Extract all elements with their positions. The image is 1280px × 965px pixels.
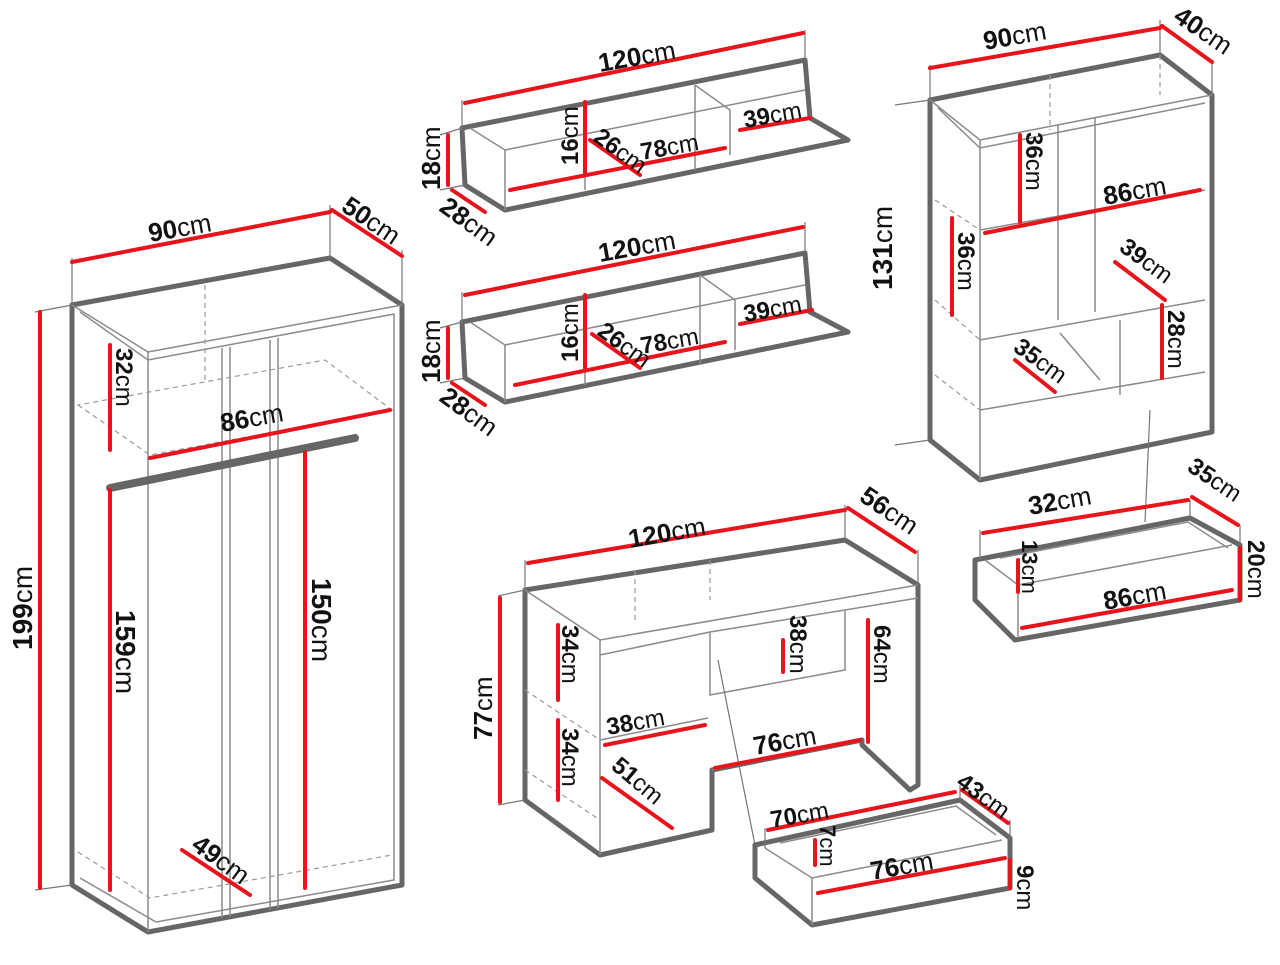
bookcase-top-compartment-label: 36cm xyxy=(1020,132,1047,191)
desk-depth-label: 56cm xyxy=(855,480,924,540)
shelf-bottom-side-width-label: 39cm xyxy=(741,291,803,328)
bookcase-drawer-depth-label: 35cm xyxy=(1183,453,1247,508)
shelf-top-width-label: 120cm xyxy=(596,35,678,78)
svg-text:16cm: 16cm xyxy=(557,303,584,362)
shelf-top-inner-width-label: 78cm xyxy=(638,129,700,166)
shelf-bottom-body xyxy=(459,250,851,405)
desk-legroom-width-label: 76cm xyxy=(751,720,819,761)
svg-text:32cm: 32cm xyxy=(110,348,137,407)
svg-text:36cm: 36cm xyxy=(1020,132,1047,191)
svg-text:40cm: 40cm xyxy=(1169,0,1238,60)
desk-width-label: 120cm xyxy=(626,511,708,554)
desk-upper-compartment-label: 34cm xyxy=(556,625,583,684)
bookcase-depth-label: 40cm xyxy=(1169,0,1238,60)
desk: 120cm 56cm 77cm 34cm 34cm 38cm 51cm 38cm… xyxy=(468,480,924,858)
svg-text:34cm: 34cm xyxy=(556,728,583,787)
bookcase-drawer-inner-width-label: 86cm xyxy=(1101,575,1169,616)
hanging-rail xyxy=(106,434,359,492)
wardrobe-right-height-label: 150cm xyxy=(306,578,337,662)
svg-text:7cm: 7cm xyxy=(815,825,840,867)
shelf-bottom-inner-width-label: 78cm xyxy=(638,323,700,360)
bookcase-drawer-inner-height-label: 13cm xyxy=(1017,540,1042,594)
svg-text:64cm: 64cm xyxy=(868,625,895,684)
bookcase-height-label: 131cm xyxy=(867,206,898,290)
shelf-bottom-inner-height-label: 16cm xyxy=(557,303,584,362)
svg-text:70cm: 70cm xyxy=(768,797,830,834)
svg-text:36cm: 36cm xyxy=(952,232,979,291)
desk-drawer-inner-height-label: 7cm xyxy=(815,825,840,867)
wardrobe-top-shelf-label: 32cm xyxy=(110,348,137,407)
desk-drawer-inner-width-label: 76cm xyxy=(868,845,936,886)
svg-text:39cm: 39cm xyxy=(741,97,803,134)
svg-text:38cm: 38cm xyxy=(604,704,666,741)
bookcase: 90cm 40cm 131cm 36cm 86cm 36cm 39cm 28cm… xyxy=(867,0,1238,483)
svg-text:56cm: 56cm xyxy=(855,480,924,540)
wardrobe-height-label: 199cm xyxy=(7,566,38,650)
shelf-bottom-height-label: 18cm xyxy=(416,319,446,383)
wall-shelf-bottom: 120cm 18cm 28cm 16cm 26cm 78cm 39cm xyxy=(416,222,851,442)
svg-text:76cm: 76cm xyxy=(751,720,819,761)
svg-text:150cm: 150cm xyxy=(306,578,337,662)
svg-text:86cm: 86cm xyxy=(1101,575,1169,616)
desk-legroom-height-label: 64cm xyxy=(868,625,895,684)
svg-text:50cm: 50cm xyxy=(337,190,406,250)
svg-text:18cm: 18cm xyxy=(416,319,446,383)
bookcase-mid-compartment-label: 36cm xyxy=(952,232,979,291)
desk-drawer: 70cm 43cm 7cm 76cm 9cm xyxy=(752,768,1038,928)
svg-text:28cm: 28cm xyxy=(1162,310,1189,369)
bookcase-drawer-body xyxy=(972,515,1243,643)
svg-text:18cm: 18cm xyxy=(416,126,446,190)
svg-text:120cm: 120cm xyxy=(596,35,678,78)
svg-text:77cm: 77cm xyxy=(468,676,498,740)
shelf-top-height-label: 18cm xyxy=(416,126,446,190)
svg-text:35cm: 35cm xyxy=(1183,453,1247,508)
wardrobe: 90cm 50cm 199cm 32cm 86cm 159cm 150cm 49… xyxy=(7,190,406,935)
bookcase-width-label: 90cm xyxy=(981,15,1049,56)
svg-text:199cm: 199cm xyxy=(7,566,38,650)
bookcase-drawer: 32cm 35cm 13cm 86cm 20cm xyxy=(972,453,1269,643)
svg-text:9cm: 9cm xyxy=(1011,865,1038,910)
shelf-bottom-width-label: 120cm xyxy=(596,225,678,268)
svg-text:86cm: 86cm xyxy=(218,397,286,438)
svg-text:76cm: 76cm xyxy=(868,845,936,886)
shelf-top-inner-height-label: 16cm xyxy=(557,106,584,165)
desk-compartment-width-label: 38cm xyxy=(604,704,666,741)
wardrobe-left-height-label: 159cm xyxy=(110,610,141,694)
svg-text:78cm: 78cm xyxy=(638,129,700,166)
bookcase-drawer-height-label: 20cm xyxy=(1242,540,1269,599)
svg-text:159cm: 159cm xyxy=(110,610,141,694)
wardrobe-depth-label: 50cm xyxy=(337,190,406,250)
svg-text:90cm: 90cm xyxy=(981,15,1049,56)
svg-text:16cm: 16cm xyxy=(557,106,584,165)
svg-text:78cm: 78cm xyxy=(638,323,700,360)
bookcase-inner-width-label: 86cm xyxy=(1101,170,1169,211)
svg-text:34cm: 34cm xyxy=(556,625,583,684)
wardrobe-inner-width-label: 86cm xyxy=(218,397,286,438)
svg-text:86cm: 86cm xyxy=(1101,170,1169,211)
bookcase-low-compartment-label: 28cm xyxy=(1162,310,1189,369)
svg-text:38cm: 38cm xyxy=(784,615,811,674)
svg-text:131cm: 131cm xyxy=(867,206,898,290)
desk-drawer-slot-label: 38cm xyxy=(784,615,811,674)
svg-text:90cm: 90cm xyxy=(146,207,214,248)
svg-text:32cm: 32cm xyxy=(1026,480,1094,521)
desk-lower-compartment-label: 34cm xyxy=(556,728,583,787)
wall-shelf-top: 120cm 18cm 28cm 16cm 26cm 78cm 39cm xyxy=(416,30,851,252)
wardrobe-width-label: 90cm xyxy=(146,207,214,248)
desk-drawer-height-label: 9cm xyxy=(1011,865,1038,910)
shelf-top-side-width-label: 39cm xyxy=(741,97,803,134)
svg-text:20cm: 20cm xyxy=(1242,540,1269,599)
desk-height-label: 77cm xyxy=(468,676,498,740)
svg-text:120cm: 120cm xyxy=(596,225,678,268)
desk-drawer-width-label: 70cm xyxy=(768,797,830,834)
desk-body xyxy=(522,537,921,858)
svg-text:13cm: 13cm xyxy=(1017,540,1042,594)
svg-text:39cm: 39cm xyxy=(741,291,803,328)
svg-text:120cm: 120cm xyxy=(626,511,708,554)
bookcase-drawer-width-label: 32cm xyxy=(1026,480,1094,521)
